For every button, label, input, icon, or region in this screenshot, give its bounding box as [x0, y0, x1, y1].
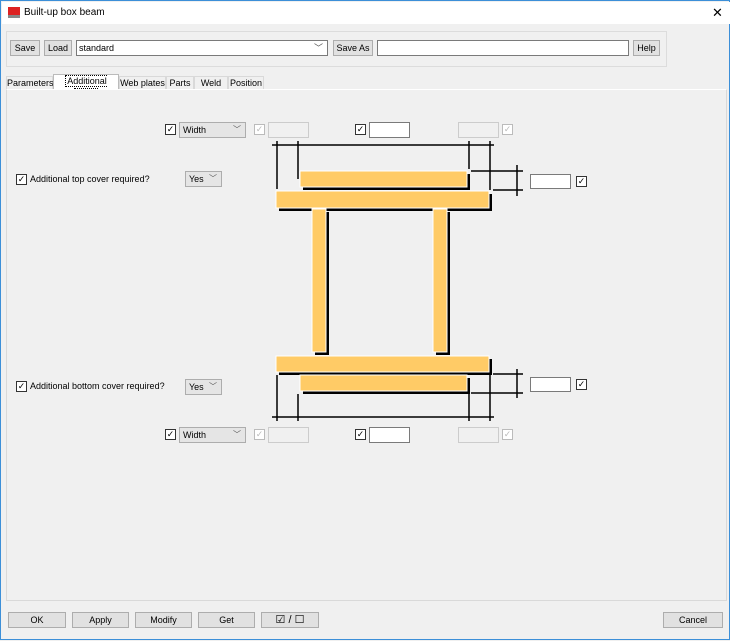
- top-cover-select[interactable]: Yes ﹀: [185, 171, 222, 187]
- top-mid-input[interactable]: [369, 122, 410, 138]
- bottom-right-checkbox[interactable]: ✓: [502, 429, 513, 440]
- top-dimension-select[interactable]: Width ﹀: [179, 122, 246, 138]
- bottom-left-checkbox[interactable]: ✓: [254, 429, 265, 440]
- top-cover-plate: [299, 170, 470, 190]
- top-cover-label: Additional top cover required?: [30, 174, 150, 184]
- save-as-button[interactable]: Save As: [333, 40, 373, 56]
- load-button[interactable]: Load: [44, 40, 72, 56]
- bottom-cover-checkbox[interactable]: ✓: [16, 381, 27, 392]
- bottom-dimension-select[interactable]: Width ﹀: [179, 427, 246, 443]
- toggle-separator: /: [288, 614, 292, 626]
- checked-box-icon: ☑: [275, 614, 286, 626]
- chevron-down-icon: ﹀: [209, 382, 217, 391]
- bottom-dimension-value: Width: [183, 430, 207, 440]
- bottom-cover-label: Additional bottom cover required?: [30, 381, 165, 391]
- tab-parameters[interactable]: Parameters: [6, 76, 54, 90]
- top-right-input[interactable]: [458, 122, 499, 138]
- apply-button[interactable]: Apply: [72, 612, 129, 628]
- chevron-down-icon: ﹀: [233, 430, 241, 439]
- close-icon[interactable]: ✕: [712, 5, 723, 20]
- right-web-plate: [432, 208, 450, 355]
- tab-parts[interactable]: Parts: [166, 76, 194, 90]
- bottom-flange-plate: [275, 355, 492, 375]
- top-thickness-checkbox[interactable]: ✓: [576, 176, 587, 187]
- preset-combobox[interactable]: standard ﹀: [76, 40, 328, 56]
- save-button[interactable]: Save: [10, 40, 40, 56]
- toggle-all-button[interactable]: ☑ / ☐: [261, 612, 319, 628]
- top-cover-value: Yes: [189, 174, 204, 184]
- preset-toolbar: [6, 31, 667, 67]
- bottom-mid-checkbox[interactable]: ✓: [355, 429, 366, 440]
- top-width-checkbox[interactable]: ✓: [165, 124, 176, 135]
- bottom-mid-input[interactable]: [369, 427, 410, 443]
- dimension-lines: [272, 141, 523, 421]
- top-flange-plate: [275, 190, 492, 211]
- bottom-cover-plate: [299, 374, 470, 394]
- get-button[interactable]: Get: [198, 612, 255, 628]
- chevron-down-icon: ﹀: [313, 43, 323, 53]
- tab-weld[interactable]: Weld: [194, 76, 228, 90]
- cancel-button[interactable]: Cancel: [663, 612, 723, 628]
- top-dimension-value: Width: [183, 125, 207, 135]
- save-as-input[interactable]: [377, 40, 629, 56]
- bottom-left-input[interactable]: [268, 427, 309, 443]
- tab-position[interactable]: Position: [228, 76, 264, 90]
- tab-web-plates[interactable]: Web plates: [119, 76, 166, 90]
- top-left-checkbox[interactable]: ✓: [254, 124, 265, 135]
- bottom-cover-select[interactable]: Yes ﹀: [185, 379, 222, 395]
- top-cover-checkbox[interactable]: ✓: [16, 174, 27, 185]
- top-right-checkbox[interactable]: ✓: [502, 124, 513, 135]
- bottom-width-checkbox[interactable]: ✓: [165, 429, 176, 440]
- left-web-plate: [311, 208, 329, 355]
- title-bar: Built-up box beam ✕: [2, 2, 730, 24]
- ok-button[interactable]: OK: [8, 612, 66, 628]
- preset-value: standard: [79, 43, 115, 53]
- top-mid-checkbox[interactable]: ✓: [355, 124, 366, 135]
- modify-button[interactable]: Modify: [135, 612, 192, 628]
- chevron-down-icon: ﹀: [233, 125, 241, 134]
- bottom-thickness-checkbox[interactable]: ✓: [576, 379, 587, 390]
- help-button[interactable]: Help: [633, 40, 660, 56]
- unchecked-box-icon: ☐: [294, 614, 305, 626]
- bottom-right-input[interactable]: [458, 427, 499, 443]
- bottom-cover-value: Yes: [189, 382, 204, 392]
- top-thickness-input[interactable]: [530, 174, 571, 189]
- chevron-down-icon: ﹀: [209, 174, 217, 183]
- bottom-thickness-input[interactable]: [530, 377, 571, 392]
- window-title: Built-up box beam: [24, 7, 105, 18]
- top-left-input[interactable]: [268, 122, 309, 138]
- app-icon: [8, 7, 20, 18]
